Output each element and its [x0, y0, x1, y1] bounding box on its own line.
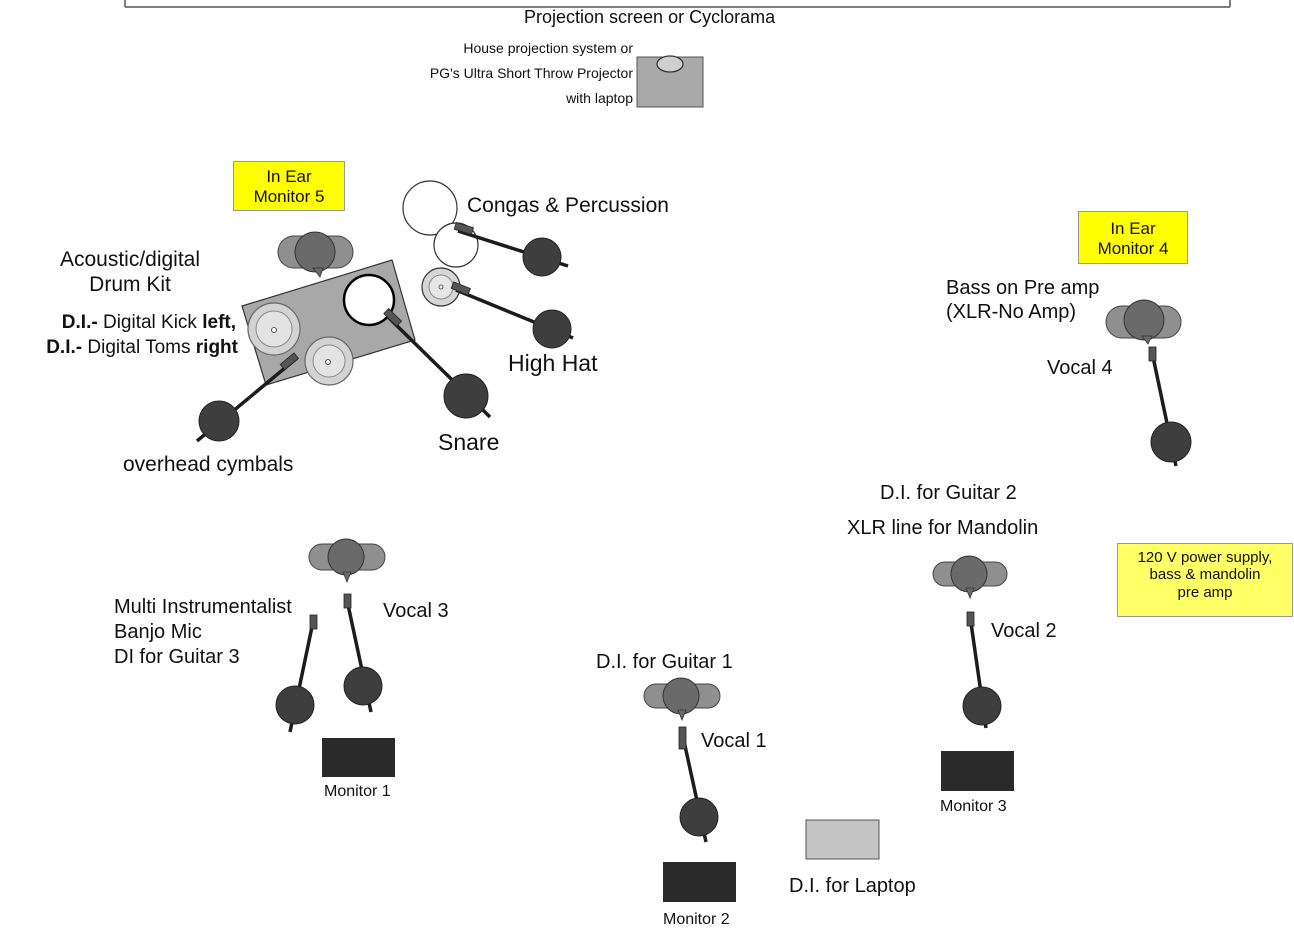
projector-label-line3: with laptop	[566, 90, 633, 106]
power-supply-line3: pre amp	[1177, 583, 1233, 601]
vocal-4-mic	[1148, 346, 1192, 467]
drummer-amp-icon	[277, 231, 354, 278]
monitor-3-label: Monitor 3	[940, 798, 1007, 815]
guitar-2-amp-icon	[932, 555, 1008, 600]
drum-kit-label-line2: Drum Kit	[89, 273, 171, 296]
congas-label: Congas & Percussion	[467, 194, 669, 217]
hi-hat	[421, 267, 461, 307]
laptop-di-box	[805, 819, 880, 860]
monitor-3-wedge	[941, 751, 1014, 791]
projection-screen-label: Projection screen or Cyclorama	[524, 7, 776, 27]
multi-amp-icon	[308, 538, 386, 584]
monitor-1-label: Monitor 1	[324, 783, 391, 800]
multi-label-line2: Banjo Mic	[114, 621, 202, 643]
bass-amp-icon	[1105, 299, 1182, 345]
snare-drum	[342, 273, 396, 327]
projector	[636, 55, 704, 108]
monitor-1-wedge	[322, 738, 395, 777]
power-supply-line2: bass & mandolin	[1149, 566, 1261, 584]
high-hat-label: High Hat	[508, 350, 598, 376]
bass-label-line1: Bass on Pre amp	[946, 277, 1100, 299]
bass-label-line2: (XLR-No Amp)	[946, 301, 1077, 323]
multi-label-line3: DI for Guitar 3	[114, 646, 240, 668]
di-guitar-1-label: D.I. for Guitar 1	[596, 651, 733, 673]
digital-kick-label: D.I.- Digital Kick left,	[61, 312, 236, 333]
drum-mic-stands	[195, 222, 574, 443]
in-ear-monitor-4-line2: Monitor 4	[1097, 238, 1169, 258]
in-ear-monitor-5-note: In Ear Monitor 5	[233, 161, 345, 211]
vocal-1-mic	[678, 726, 719, 843]
power-supply-note: 120 V power supply, bass & mandolin pre …	[1117, 543, 1293, 617]
overhead-label: overhead cymbals	[123, 453, 294, 476]
in-ear-monitor-4-note: In Ear Monitor 4	[1078, 211, 1188, 264]
multi-label-line1: Multi Instrumentalist	[114, 596, 292, 618]
drum-kit-label-line1: Acoustic/digital	[59, 248, 201, 271]
di-laptop-label: D.I. for Laptop	[789, 875, 916, 897]
guitar-1-amp-icon	[643, 677, 721, 722]
projection-screen	[124, 0, 1231, 8]
di-guitar-2-label: D.I. for Guitar 2	[880, 482, 1017, 504]
in-ear-monitor-4-line1: In Ear	[1110, 219, 1156, 238]
vocal-2-mic	[962, 611, 1002, 729]
vocal-3-mic	[343, 593, 383, 713]
digital-toms-label: D.I.- Digital Toms right	[46, 337, 238, 358]
kick-cymbal	[247, 302, 301, 356]
monitor-2-label: Monitor 2	[663, 911, 730, 928]
banjo-mic	[275, 614, 318, 733]
xlr-mandolin-label: XLR line for Mandolin	[847, 517, 1039, 539]
projector-label-line2: PG's Ultra Short Throw Projector	[429, 65, 633, 81]
vocal-4-label: Vocal 4	[1047, 357, 1113, 379]
vocal-2-label: Vocal 2	[991, 620, 1057, 642]
snare-label: Snare	[438, 429, 500, 455]
in-ear-monitor-5-line1: In Ear	[266, 167, 312, 186]
vocal-1-label: Vocal 1	[701, 730, 767, 752]
vocal-3-label: Vocal 3	[383, 600, 449, 622]
monitor-2-wedge	[663, 862, 736, 902]
in-ear-monitor-5-line2: Monitor 5	[253, 186, 325, 206]
projector-label-line1: House projection system or	[463, 40, 633, 56]
power-supply-line1: 120 V power supply,	[1137, 549, 1273, 566]
tom-drum	[304, 336, 354, 386]
